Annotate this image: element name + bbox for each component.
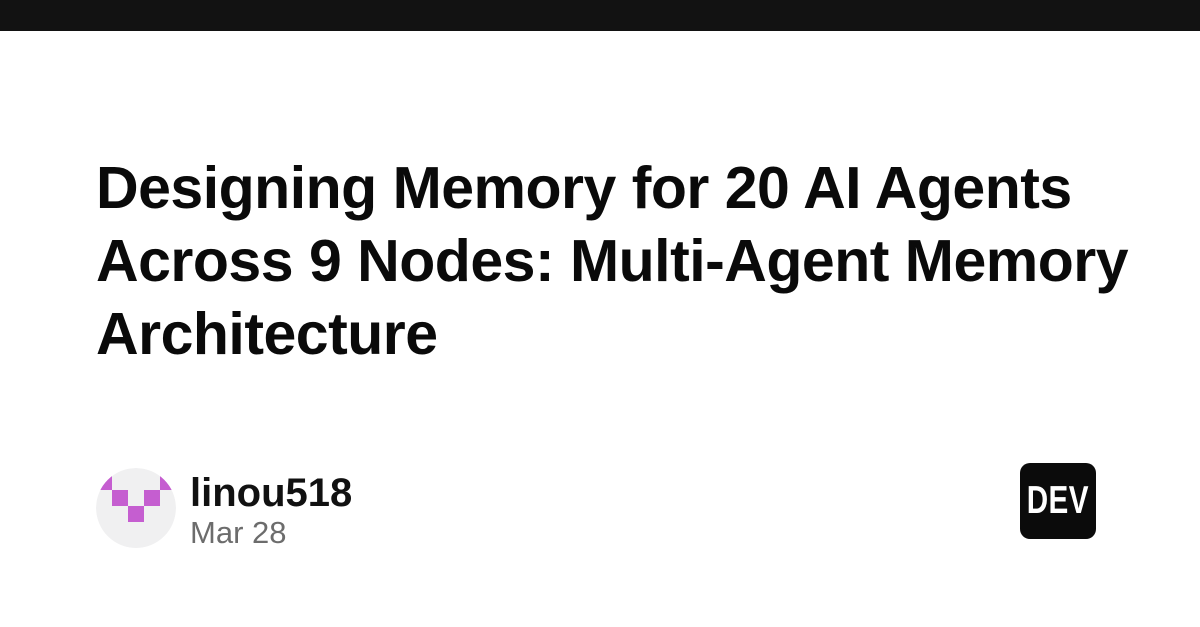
top-bar (0, 0, 1200, 31)
title-line-2: Across 9 Nodes: Multi-Agent Memory (96, 228, 1129, 294)
pixel-v-avatar-icon (96, 468, 176, 548)
author-name: linou518 (190, 471, 353, 515)
byline: linou518 Mar 28 (96, 468, 352, 550)
dev-logo-text: DEV (1026, 479, 1090, 523)
byline-text: linou518 Mar 28 (190, 468, 352, 550)
title-line-3: Architecture (96, 301, 438, 367)
title-line-1: Designing Memory for 20 AI Agents (96, 155, 1072, 221)
dev-logo: DEV (1020, 463, 1096, 539)
avatar (96, 468, 176, 548)
page-title: Designing Memory for 20 AI Agents Across… (96, 152, 1129, 371)
publish-date: Mar 28 (190, 515, 287, 550)
